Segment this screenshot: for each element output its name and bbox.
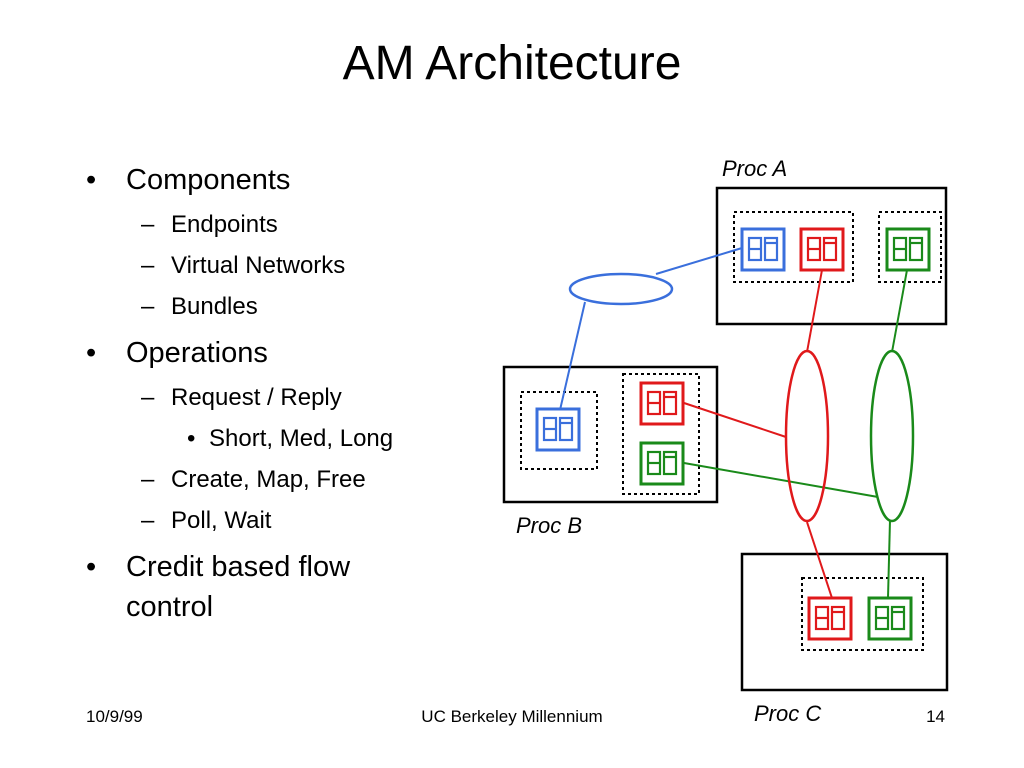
green-link-c (887, 519, 891, 599)
endpoint-green-proc-a (885, 227, 931, 272)
bullet-marker: • (187, 425, 196, 452)
endpoint-blue-proc-b (535, 407, 581, 452)
red-virtual-network (784, 349, 830, 523)
sub-bullet-virtual-networks: – Virtual Networks (86, 245, 486, 286)
bullet-text: Operations (126, 337, 268, 369)
slide-number: 14 (926, 707, 945, 726)
dash-marker: – (141, 211, 155, 238)
footer-date: 10/9/99 (86, 707, 143, 726)
dash-marker: – (141, 384, 155, 411)
green-link-b (683, 462, 879, 498)
green-virtual-network (869, 349, 915, 523)
dash-marker: – (141, 293, 155, 320)
bullet-text: Components (126, 164, 291, 196)
proc-c-bundle (801, 577, 924, 651)
sub-bullet-bundles: – Bundles (86, 286, 486, 327)
blue-link-a (655, 247, 743, 275)
proc-c-box (740, 552, 949, 692)
proc-b-bundle-1 (520, 391, 598, 470)
bullet-marker: • (86, 337, 97, 369)
slide-title: AM Architecture (342, 37, 682, 90)
blue-link-b (559, 301, 586, 411)
endpoint-blue-proc-a (740, 227, 786, 272)
endpoint-red-proc-c (807, 596, 853, 641)
proc-b-label: Proc B (516, 513, 582, 538)
sub-bullet-poll-wait: – Poll, Wait (86, 500, 486, 541)
bullet-text-line1: Credit based flow (126, 551, 351, 583)
proc-a-label: Proc A (722, 156, 787, 181)
dash-marker: – (141, 252, 155, 279)
proc-b-bundle-2 (622, 373, 700, 495)
sub-bullet-text: Request / Reply (171, 384, 342, 411)
sub-bullet-text: Create, Map, Free (171, 466, 366, 493)
sub-bullet-text: Endpoints (171, 211, 278, 238)
sub-sub-bullet-short-med-long: • Short, Med, Long (86, 418, 486, 459)
proc-c-label: Proc C (754, 701, 821, 726)
sub-bullet-text: Virtual Networks (171, 252, 346, 279)
green-link-a (891, 269, 908, 353)
bullet-marker: • (86, 551, 97, 583)
bullet-marker: • (86, 164, 97, 196)
dash-marker: – (141, 507, 155, 534)
sub-bullet-request-reply: – Request / Reply (86, 377, 486, 418)
proc-a-bundle-1 (733, 211, 854, 283)
endpoint-green-proc-c (867, 596, 913, 641)
sub-bullet-text: Bundles (171, 293, 258, 320)
bullet-text-line2: control (126, 591, 214, 623)
bullet-credit-flow: • Credit based flow control (86, 547, 486, 627)
red-link-c (806, 521, 833, 599)
bullet-components: • Components (86, 160, 486, 200)
red-link-a (806, 269, 823, 353)
sub-bullet-text: Poll, Wait (171, 507, 272, 534)
blue-virtual-network (568, 272, 674, 306)
sub-bullet-create-map-free: – Create, Map, Free (86, 459, 486, 500)
bullet-list: • Components – Endpoints – Virtual Netwo… (86, 160, 486, 631)
dash-marker: – (141, 466, 155, 493)
proc-b-box (502, 365, 719, 504)
proc-a-bundle-2 (878, 211, 942, 283)
footer-title: UC Berkeley Millennium (421, 707, 603, 726)
endpoint-green-proc-b (639, 441, 685, 486)
red-link-b (683, 402, 787, 438)
sub-sub-bullet-text: Short, Med, Long (209, 425, 394, 452)
endpoint-red-proc-a (799, 227, 845, 272)
sub-bullet-endpoints: – Endpoints (86, 204, 486, 245)
bullet-operations: • Operations (86, 333, 486, 373)
endpoint-red-proc-b (639, 381, 685, 426)
